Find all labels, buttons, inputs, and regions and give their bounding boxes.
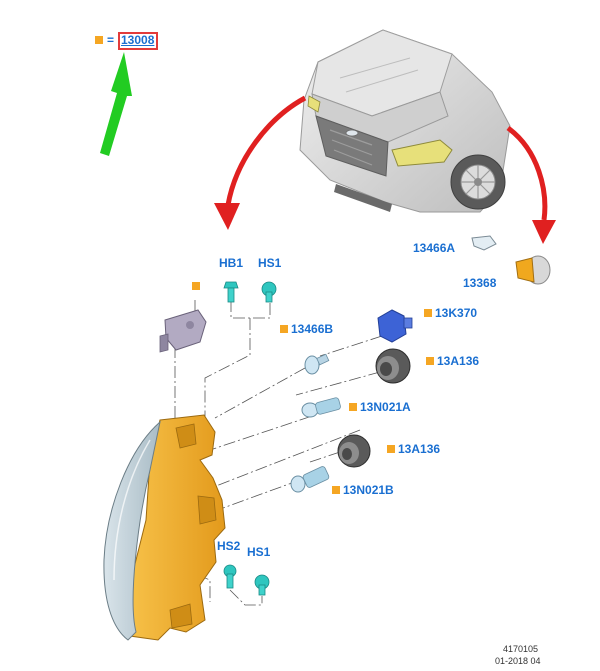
callout-13n021b[interactable]: 13N021B	[343, 483, 394, 497]
callout-marker-13a136-top	[426, 357, 434, 365]
callout-13466a[interactable]: 13466A	[413, 241, 456, 255]
headlamp-lens	[103, 420, 161, 641]
callout-marker-13466b	[280, 325, 288, 333]
socket-13k370	[377, 309, 413, 343]
callout-hs2[interactable]: HS2	[217, 539, 241, 553]
cover-13a136-lower	[337, 434, 371, 468]
screw-hs1-top	[261, 281, 277, 303]
green-pointer-arrow	[100, 52, 132, 156]
leveling-motor	[159, 309, 207, 353]
red-arrow-left	[214, 95, 307, 230]
callout-13a136-top[interactable]: 13A136	[437, 354, 480, 368]
diagram-id: 4170105	[503, 644, 539, 654]
screw-hb1	[223, 281, 239, 303]
legend-equals: =	[107, 33, 115, 47]
legend-marker	[95, 36, 103, 44]
callout-13466b[interactable]: 13466B	[291, 322, 334, 336]
headlamp-housing	[125, 414, 226, 641]
callout-hs1-top[interactable]: HS1	[258, 256, 282, 270]
screw-hs2	[223, 564, 237, 589]
bulb-13466b	[304, 353, 330, 375]
callout-hs1-bottom[interactable]: HS1	[247, 545, 271, 559]
screw-hs1-bottom	[254, 574, 270, 596]
legend-part-number[interactable]: 13008	[121, 33, 155, 47]
callout-13a136-lower[interactable]: 13A136	[398, 442, 441, 456]
callout-marker-13a136-lower	[387, 445, 395, 453]
car-front-illustration	[299, 29, 511, 213]
legend-part-number-box	[118, 32, 158, 50]
side-marker-lamp-13368	[515, 255, 551, 285]
callout-hb1[interactable]: HB1	[219, 256, 244, 270]
callout-13368[interactable]: 13368	[463, 276, 497, 290]
bulb-13n021b	[290, 466, 330, 493]
red-arrow-right	[506, 125, 556, 244]
callout-marker-13k370	[424, 309, 432, 317]
cover-13a136-top	[375, 348, 411, 384]
diagram-date-code: 01-2018 04	[495, 656, 541, 666]
callout-marker-13n021a	[349, 403, 357, 411]
callout-marker-motor	[192, 282, 200, 290]
bulb-13n021a	[301, 397, 341, 418]
callout-13n021a[interactable]: 13N021A	[360, 400, 411, 414]
callout-marker-13n021b	[332, 486, 340, 494]
side-marker-bulb-13466a	[471, 235, 497, 251]
callout-13k370[interactable]: 13K370	[435, 306, 478, 320]
